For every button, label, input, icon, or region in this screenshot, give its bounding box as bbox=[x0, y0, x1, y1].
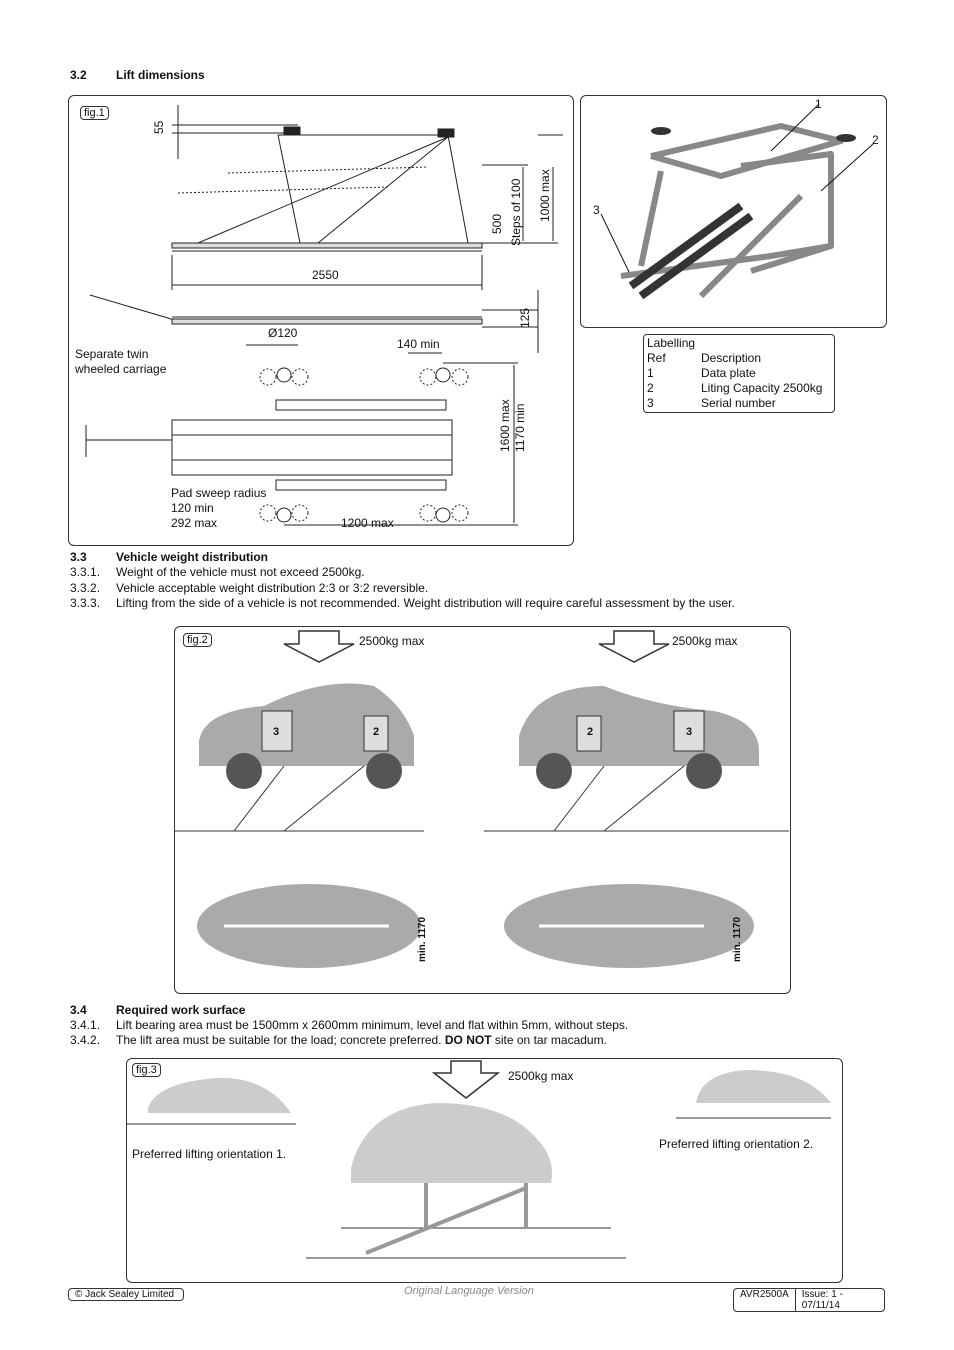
fig3-load: 2500kg max bbox=[508, 1069, 574, 1083]
section-number: 3.4 bbox=[70, 1003, 87, 1017]
item-number: 3.3.3. bbox=[70, 596, 101, 610]
desc-cell: Data plate bbox=[701, 366, 756, 380]
fig3-panel bbox=[126, 1058, 843, 1283]
section-number: 3.3 bbox=[70, 550, 87, 564]
carriage-label: Separate twin wheeled carriage bbox=[75, 347, 166, 377]
footer-issue-box: AVR2500A Issue: 1 - 07/11/14 bbox=[733, 1288, 885, 1312]
sweep-line-2: 120 min bbox=[171, 501, 214, 515]
item-number: 3.4.2. bbox=[70, 1033, 101, 1047]
item-number: 3.3.2. bbox=[70, 581, 101, 595]
section-title: Vehicle weight distribution bbox=[116, 550, 269, 564]
item-number: 3.4.1. bbox=[70, 1018, 101, 1032]
dim-55: 55 bbox=[152, 120, 166, 134]
ref-cell: 2 bbox=[647, 381, 654, 395]
list-item-3-4-1: 3.4.1. Lift bearing area must be 1500mm x… bbox=[70, 1018, 628, 1033]
fig3-drawing bbox=[126, 1060, 831, 1259]
item-text: Weight of the vehicle must not exceed 25… bbox=[116, 565, 365, 579]
footer-copyright: © Jack Sealey Limited bbox=[68, 1288, 184, 1301]
footer-center-text: Original Language Version bbox=[404, 1285, 534, 1297]
labelling-row: 1 Data plate bbox=[647, 366, 831, 381]
dim-1170-min: 1170 min bbox=[513, 403, 527, 452]
dim-1200-max: 1200 max bbox=[341, 516, 394, 530]
dim-1000-max: 1000 max bbox=[538, 169, 552, 222]
dim-125: 125 bbox=[518, 307, 532, 328]
min-1170-left: min. 1170 bbox=[417, 916, 428, 962]
ref-cell: 1 bbox=[647, 366, 654, 380]
pad-sweep-label: Pad sweep radius 120 min 292 max bbox=[171, 486, 266, 531]
item-bold-text: DO NOT bbox=[444, 1033, 492, 1047]
item-text: The lift area must be suitable for the l… bbox=[116, 1033, 442, 1047]
fig2-panel bbox=[174, 626, 791, 994]
fig1-lift-drawing bbox=[85, 105, 563, 526]
dim-1600-max: 1600 max bbox=[498, 399, 512, 452]
list-item-3-3-3: 3.3.3. Lifting from the side of a vehicle… bbox=[70, 596, 735, 611]
callout-2: 2 bbox=[872, 133, 879, 147]
dim-2550: 2550 bbox=[312, 268, 339, 282]
dim-diameter-120: Ø120 bbox=[268, 326, 298, 340]
weight-label: 2 bbox=[587, 726, 594, 738]
list-item-3-3-2: 3.3.2. Vehicle acceptable weight distribu… bbox=[70, 581, 428, 596]
sweep-line-1: Pad sweep radius bbox=[171, 486, 267, 500]
fig2-load-right: 2500kg max bbox=[672, 634, 738, 648]
labelling-table: Labelling Ref Description 1 Data plate 2 Li… bbox=[643, 334, 835, 413]
list-item-3-4-2: 3.4.2. The lift area must be suitable for… bbox=[70, 1033, 607, 1048]
orientation-1-label: Preferred lifting orientation 1. bbox=[132, 1147, 287, 1161]
sweep-line-3: 292 max bbox=[171, 516, 218, 530]
lift-photo: 1 2 3 bbox=[580, 95, 887, 328]
fig1-panel bbox=[68, 95, 574, 546]
section-number: 3.2 bbox=[70, 68, 87, 82]
labelling-header: Ref Description bbox=[647, 351, 831, 366]
item-text: Lifting from the side of a vehicle is no… bbox=[116, 596, 735, 610]
section-3-3-heading: 3.3 Vehicle weight distribution bbox=[70, 550, 268, 564]
fig2-label: fig.2 bbox=[183, 633, 212, 647]
callout-1: 1 bbox=[815, 97, 822, 111]
section-title: Lift dimensions bbox=[116, 68, 205, 82]
dim-140-min: 140 min bbox=[397, 337, 440, 351]
labelling-row: 3 Serial number bbox=[647, 396, 831, 411]
section-3-4-heading: 3.4 Required work surface bbox=[70, 1003, 245, 1017]
labelling-title: Labelling bbox=[647, 336, 696, 350]
dim-500: 500 bbox=[490, 213, 504, 234]
fig1-label: fig.1 bbox=[80, 106, 109, 120]
fig2-drawing bbox=[174, 630, 789, 968]
lift-photo-drawing bbox=[600, 103, 874, 300]
footer-model: AVR2500A bbox=[740, 1289, 789, 1300]
dim-steps-100: Steps of 100 bbox=[509, 178, 523, 246]
desc-header: Description bbox=[701, 351, 762, 365]
section-3-2-heading: 3.2 Lift dimensions bbox=[70, 68, 205, 82]
item-text-end: site on tar macadum. bbox=[494, 1033, 607, 1047]
desc-cell: Liting Capacity 2500kg bbox=[701, 381, 823, 395]
weight-label: 3 bbox=[273, 726, 280, 738]
carriage-line-2: wheeled carriage bbox=[75, 362, 167, 376]
weight-label: 3 bbox=[686, 726, 693, 738]
section-title: Required work surface bbox=[116, 1003, 246, 1017]
weight-label: 2 bbox=[373, 726, 380, 738]
min-1170-right: min. 1170 bbox=[732, 916, 743, 962]
ref-cell: 3 bbox=[647, 396, 654, 410]
item-text: Vehicle acceptable weight distribution 2… bbox=[116, 581, 429, 595]
callout-3: 3 bbox=[593, 203, 600, 217]
labelling-row: 2 Liting Capacity 2500kg bbox=[647, 381, 831, 396]
item-text: Lift bearing area must be 1500mm x 2600m… bbox=[116, 1018, 629, 1032]
carriage-line-1: Separate twin bbox=[75, 347, 149, 361]
orientation-2-label: Preferred lifting orientation 2. bbox=[659, 1137, 814, 1151]
fig2-load-left: 2500kg max bbox=[359, 634, 425, 648]
item-number: 3.3.1. bbox=[70, 565, 101, 579]
footer-issue: Issue: 1 - 07/11/14 bbox=[794, 1289, 878, 1311]
fig3-label: fig.3 bbox=[132, 1063, 161, 1077]
ref-header: Ref bbox=[647, 351, 666, 365]
desc-cell: Serial number bbox=[701, 396, 776, 410]
list-item-3-3-1: 3.3.1. Weight of the vehicle must not exc… bbox=[70, 565, 365, 580]
